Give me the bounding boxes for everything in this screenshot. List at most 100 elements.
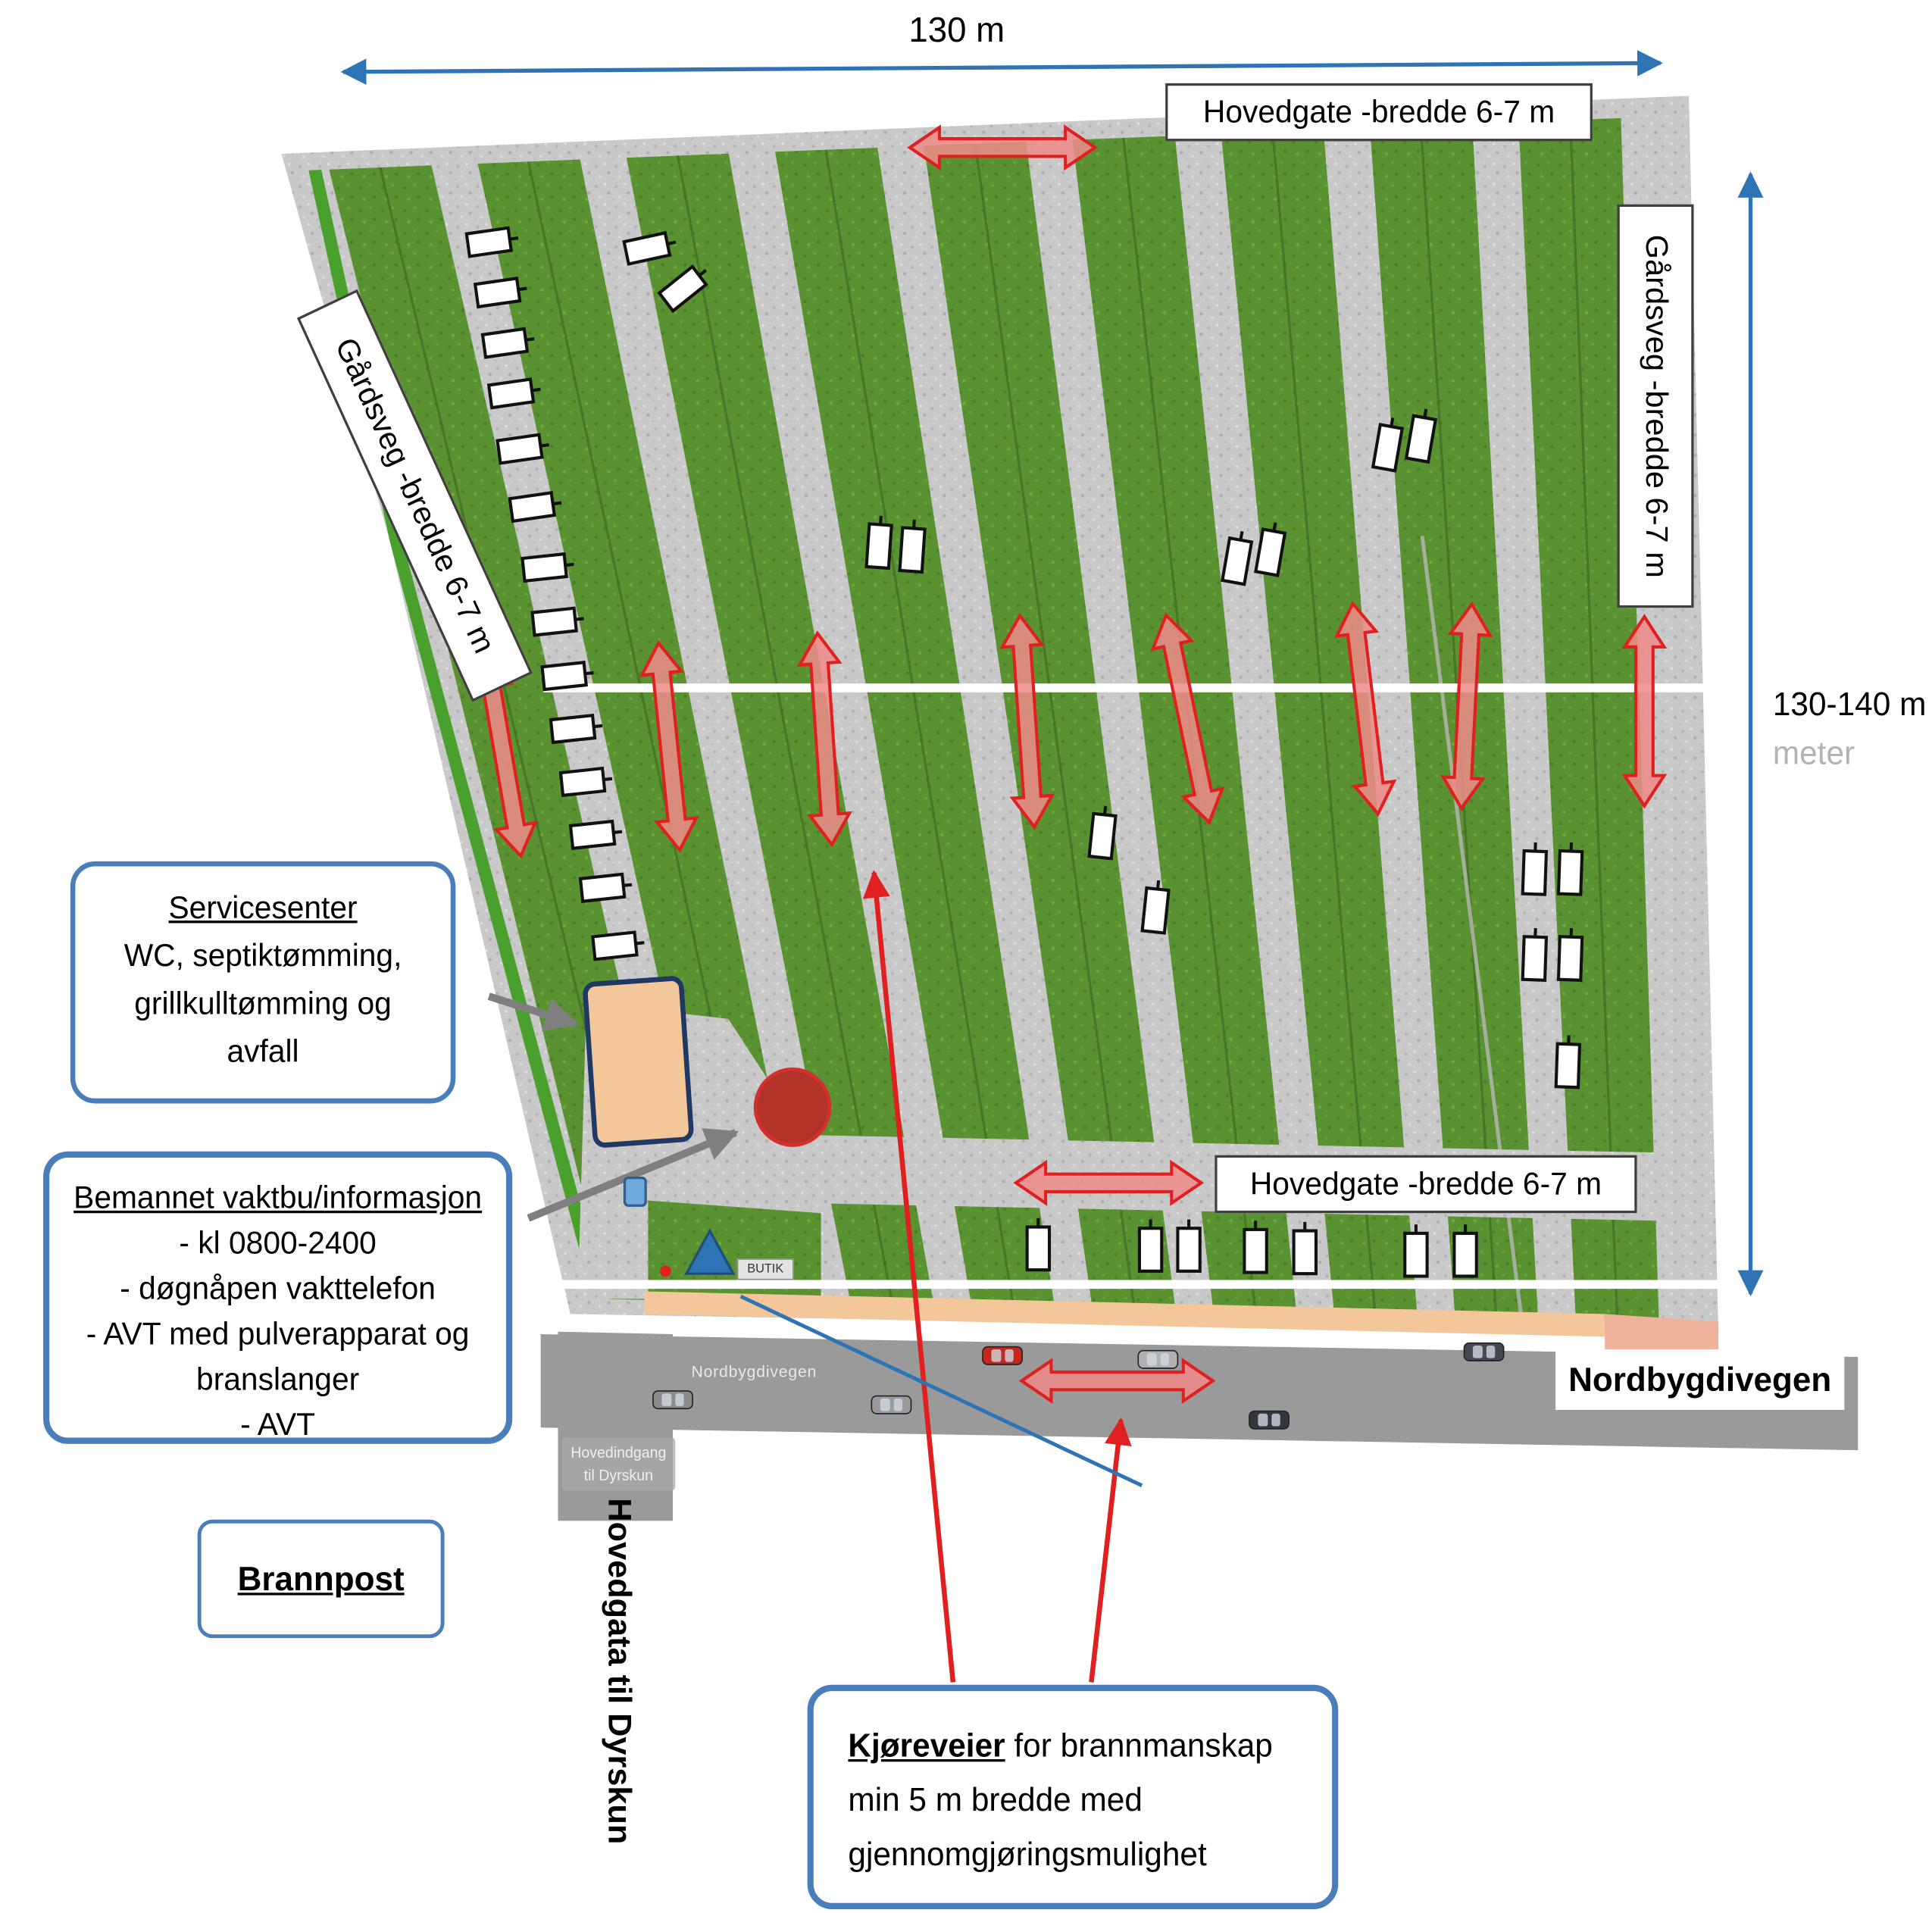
hovedindgang-line-2: til Dyrskun [583,1466,653,1485]
fire-road-pointer-arrow-1 [862,870,956,1683]
caravan-icon [1556,928,1584,982]
entrance-red-dot [659,1265,671,1277]
gaardsveg-right-label: Gårdsveg -bredde 6-7 m [1617,204,1694,608]
nordbygdivegen-road-text: Nordbygdivegen [691,1361,818,1381]
caravan-icon [480,327,535,359]
fire-road-pointer-arrow-2 [1089,1417,1132,1683]
caravan-icon [1140,880,1171,935]
hovedgate-top-label: Hovedgate -bredde 6-7 m [1165,83,1593,142]
servicesenter-title: Servicesenter [168,890,358,926]
kjoreveier-callout: Kjøreveier for brannmanskap min 5 m bred… [807,1684,1339,1910]
caravan-icon [622,230,677,266]
caravan-icon [549,713,603,745]
hovedgata-vertical-label: Hovedgata til Dyrskun [601,1498,639,1845]
width-dimension-label: 130 m [908,10,1005,49]
kjoreveier-line-1: Kjøreveier for brannmanskap [848,1719,1297,1774]
fire-route-arrow [639,640,699,853]
vaktbu-line-3: - AVT med pulverapparat og [86,1316,470,1352]
kjoreveier-line-3: gjennomgjøringsmulighet [848,1834,1207,1873]
hovedindgang-line-1: Hovedindgang [571,1443,667,1462]
vaktbu-title: Bemannet vaktbu/informasjon [73,1180,483,1216]
caravan-icon [508,491,562,524]
fire-route-arrow [1013,1159,1205,1206]
height-dimension-label-cut: meter [1772,733,1855,772]
vaktbu-pointer-arrow [527,1128,739,1222]
nordbygdivegen-sign: Nordbygdivegen [1555,1349,1845,1410]
fire-route-arrow [999,612,1055,830]
caravan-icon [1452,1224,1478,1278]
fire-route-arrow [907,124,1098,171]
service-building [583,976,694,1148]
caravan-icon [1176,1219,1202,1273]
hovedindgang-label: Hovedindgang til Dyrskun [561,1437,676,1491]
orange-strip [644,1291,1605,1337]
hovedgate-mid-label: Hovedgate -bredde 6-7 m [1215,1155,1637,1214]
caravan-icon [1025,1218,1052,1272]
car-icon [871,1395,912,1414]
small-blue-booth [623,1176,647,1207]
fire-route-arrow [1621,614,1668,809]
caravan-icon [1137,1219,1164,1273]
car-icon [652,1390,693,1410]
kjoreveier-line-2: min 5 m bredde med [848,1780,1143,1819]
fire-route-arrow [1150,612,1225,826]
caravan-icon [1243,1221,1268,1274]
fire-route-arrow [1440,601,1493,811]
page-break-line-lower [561,1280,1729,1289]
caravan-icon [1556,842,1584,896]
fire-route-arrow [796,630,852,848]
caravan-icon [1087,805,1118,861]
caravan-icon [1403,1224,1429,1278]
car-icon [1249,1410,1290,1430]
caravan-icon [864,515,893,570]
caravan-icon [1221,531,1254,586]
servicesenter-line-3: avfall [227,1033,299,1070]
guard-post-circle [753,1067,832,1147]
caravan-icon [473,277,527,309]
caravan-icon [521,552,574,583]
servicesenter-callout: Servicesenter WC, septiktømming, grillku… [70,861,456,1104]
caravan-icon [657,264,708,314]
caravan-icon [591,930,645,961]
vaktbu-line-4: branslanger [196,1361,360,1398]
vaktbu-callout: Bemannet vaktbu/informasjon - kl 0800-24… [43,1151,513,1444]
kjoreveier-title-rest: for brannmanskap [1005,1726,1273,1765]
fire-route-arrow [1333,600,1397,817]
caravan-icon [486,377,541,410]
page-break-line-upper [542,683,1726,692]
kjoreveier-title: Kjøreveier [848,1726,1005,1765]
caravan-icon [1554,1035,1582,1089]
caravan-icon [1521,842,1549,896]
caravan-icon [1404,408,1438,464]
width-dimension-arrow [340,50,1663,85]
servicesenter-line-2: grillkulltømming og [134,986,392,1022]
vaktbu-line-1: - kl 0800-2400 [179,1225,377,1261]
caravan-icon [568,819,623,851]
caravan-icon [1254,522,1287,577]
nordbygdivegen-road [540,1334,1859,1451]
caravan-icon [530,606,584,637]
entrance-blue-line [739,1294,1143,1488]
servicesenter-line-1: WC, septiktømming, [123,938,402,974]
caravan-icon [578,872,633,903]
caravan-icon [1521,928,1549,982]
height-dimension-label: 130-140 m [1772,684,1927,723]
caravan-icon [898,519,927,574]
car-icon [982,1346,1023,1365]
caravan-icon [496,433,549,465]
fire-route-arrow [1018,1358,1216,1405]
butik-label: BUTIK [736,1258,794,1280]
green-edge-band [308,167,605,1299]
caravan-icon [464,226,519,258]
brannpost-callout: Brannpost [197,1519,445,1639]
caravan-icon [1371,417,1405,473]
shop-triangle-icon [684,1228,736,1275]
caravan-icon [1292,1221,1318,1276]
caravan-icon [558,766,613,798]
caravans-layer [464,226,1584,1278]
car-icon [1137,1349,1179,1369]
servicesenter-pointer-arrow [487,992,579,1031]
